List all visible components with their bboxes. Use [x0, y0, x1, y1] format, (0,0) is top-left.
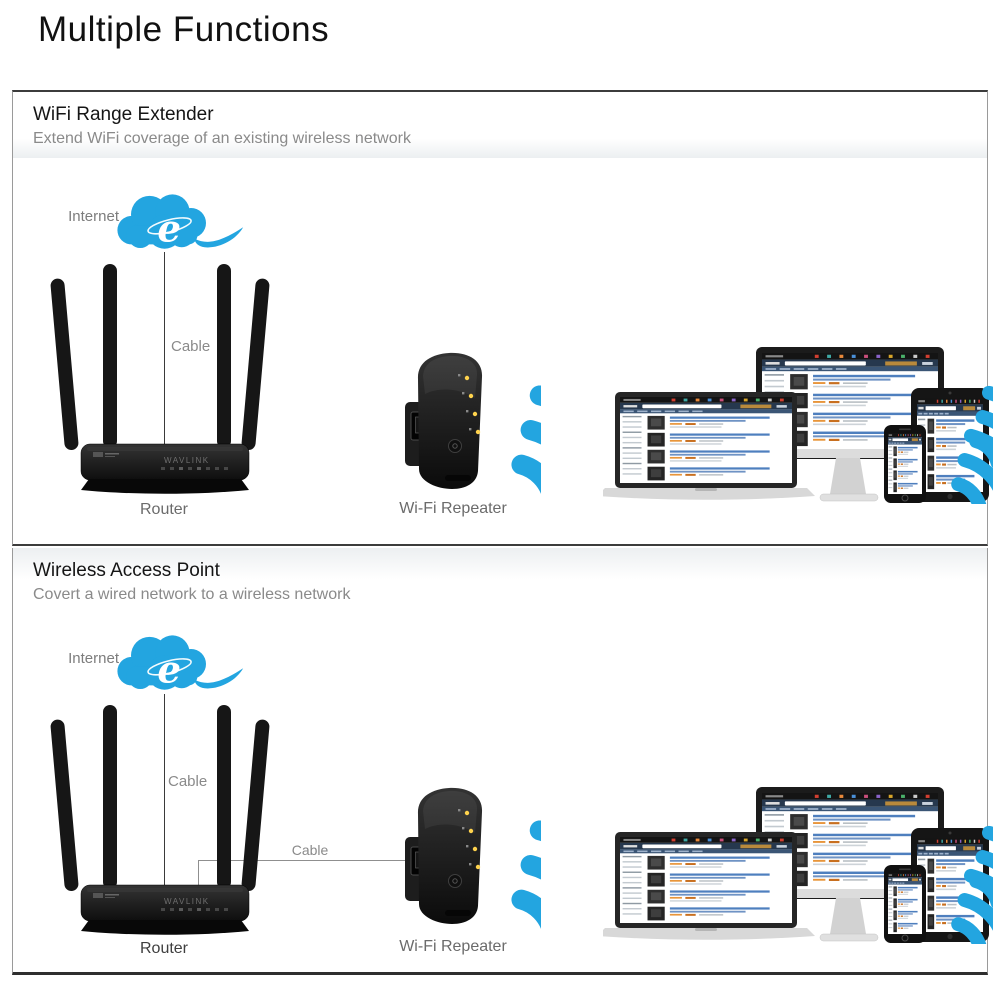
internet-cloud-icon — [96, 628, 246, 700]
cable-line — [198, 860, 199, 886]
router-illustration — [19, 258, 301, 496]
panel-title: WiFi Range Extender — [33, 104, 214, 125]
cable-line — [164, 694, 165, 885]
repeater-illustration — [401, 332, 541, 497]
cable-label: Cable — [168, 773, 208, 790]
router-label: Router — [139, 940, 189, 957]
panel-subtitle: Extend WiFi coverage of an existing wire… — [33, 130, 411, 147]
router-illustration — [19, 699, 301, 937]
page-title: Multiple Functions — [38, 10, 330, 49]
internet-label: Internet — [68, 650, 119, 667]
panel-wireless-access-point: Wireless Access Point Covert a wired net… — [12, 548, 988, 975]
cable-line — [198, 860, 426, 861]
cable-label: Cable — [171, 338, 211, 355]
client-devices-illustration — [603, 764, 993, 944]
client-devices-illustration — [603, 324, 993, 504]
panel-header: Wireless Access Point Covert a wired net… — [13, 548, 987, 618]
panel-wifi-range-extender: WiFi Range Extender Extend WiFi coverage… — [12, 90, 988, 546]
repeater-label: Wi-Fi Repeater — [399, 938, 507, 955]
internet-cloud-icon — [96, 187, 246, 259]
cable-label: Cable — [291, 842, 329, 858]
router-label: Router — [139, 501, 189, 518]
panel-subtitle: Covert a wired network to a wireless net… — [33, 586, 351, 603]
internet-label: Internet — [68, 208, 119, 225]
panel-header: WiFi Range Extender Extend WiFi coverage… — [13, 92, 987, 158]
repeater-illustration — [401, 767, 541, 932]
cable-line — [164, 252, 165, 445]
repeater-label: Wi-Fi Repeater — [399, 500, 507, 517]
panel-title: Wireless Access Point — [33, 560, 220, 581]
